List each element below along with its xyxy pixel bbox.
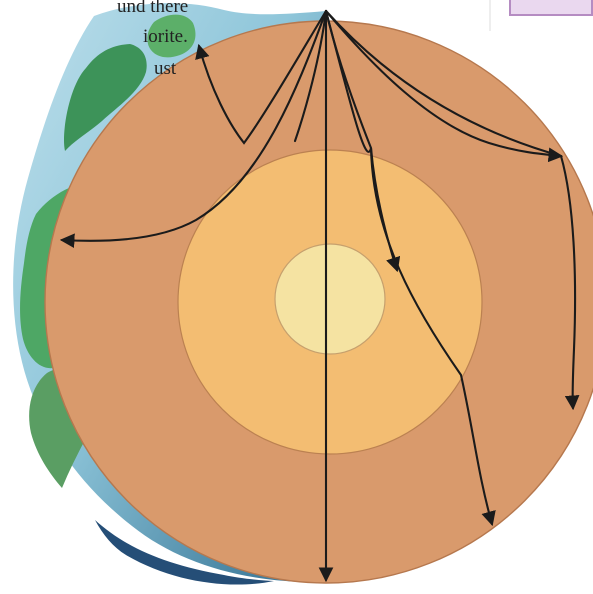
earth-globe	[13, 3, 593, 585]
seismic-wave-paths	[59, 9, 580, 583]
ray-right-upper	[324, 9, 564, 163]
corner-label-box	[509, 0, 593, 16]
greenland-landmass	[147, 14, 196, 58]
inner-core-layer	[274, 243, 386, 355]
side-rule	[489, 0, 491, 31]
text-fragment-line-1: und there	[117, 0, 189, 17]
ray-left-upper	[195, 9, 328, 145]
ray-left-lower	[59, 9, 328, 249]
text-fragment-line-3: ust	[154, 58, 177, 79]
antarctic-edge	[95, 520, 274, 585]
ray-middle-left	[293, 9, 328, 143]
north-atlantic-coast	[63, 44, 147, 151]
ray-right-outer	[324, 9, 580, 411]
ray-right-inner	[324, 9, 496, 527]
text-fragment-line-2: iorite.	[143, 26, 188, 47]
